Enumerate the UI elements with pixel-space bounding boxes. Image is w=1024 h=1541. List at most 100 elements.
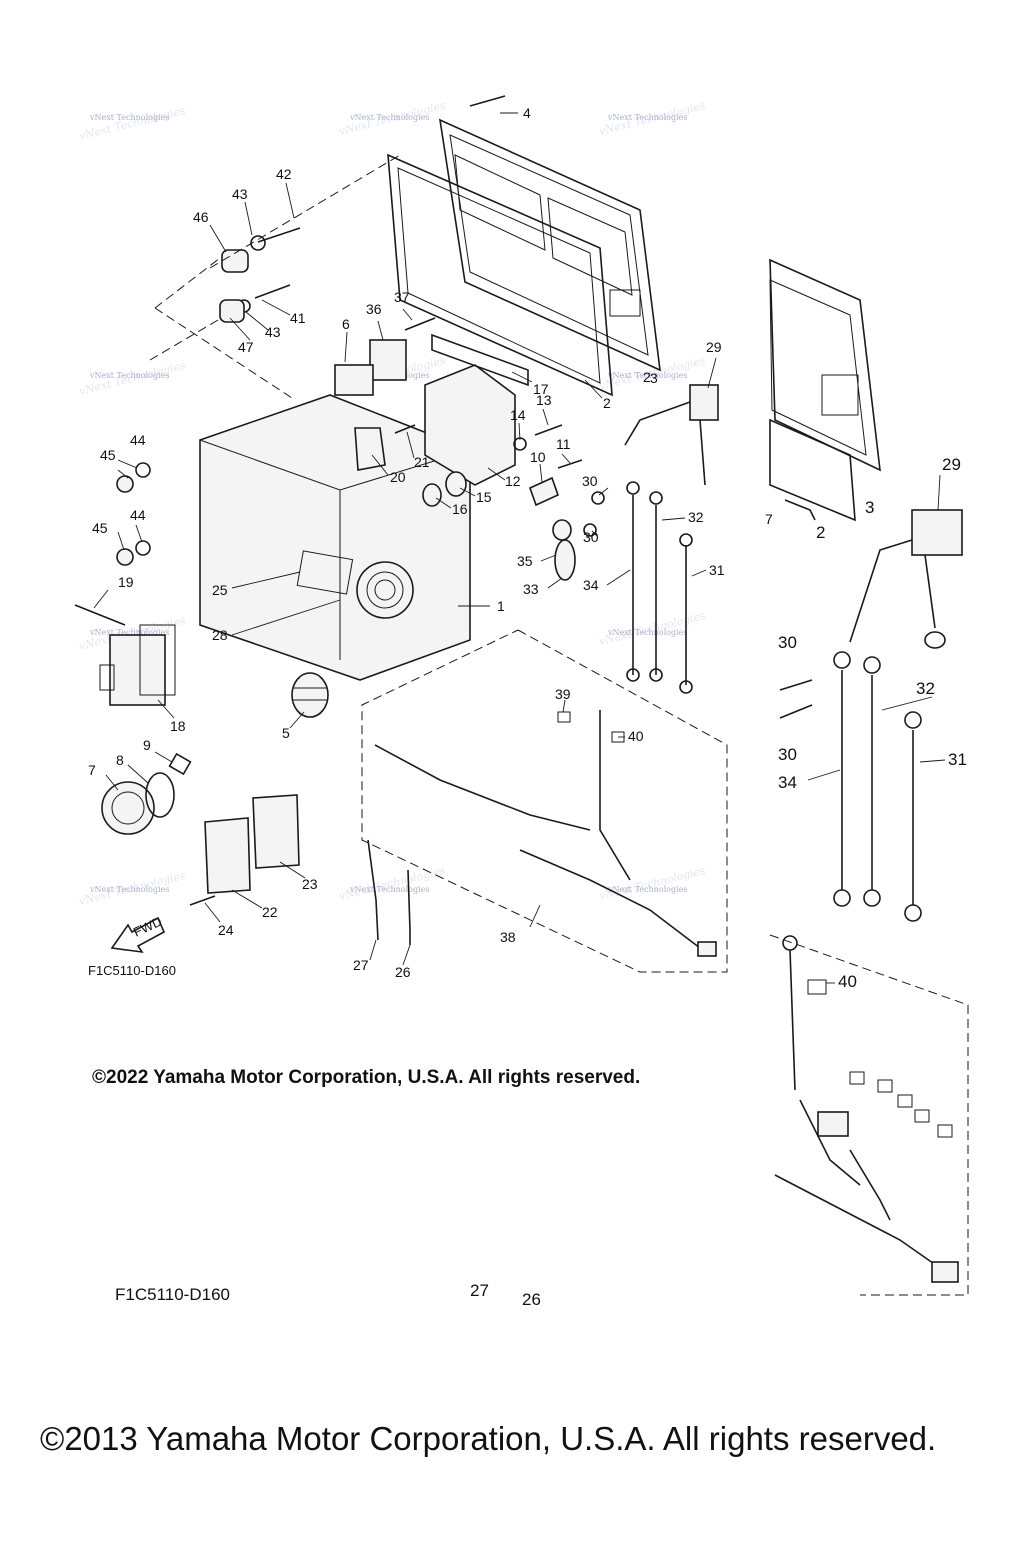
inset-callout-7: 7 bbox=[765, 511, 773, 527]
callout-14: 14 bbox=[510, 407, 526, 423]
electrical-box bbox=[199, 394, 471, 681]
callout-6: 6 bbox=[342, 316, 350, 332]
cable-ties bbox=[367, 839, 411, 945]
callout-2: 2 bbox=[603, 395, 611, 411]
callout-40: 40 bbox=[628, 728, 644, 744]
watermark-text: vNext Technologies bbox=[89, 113, 169, 122]
callout-1: 1 bbox=[497, 598, 505, 614]
watermark-text: vNext Technologies bbox=[89, 628, 169, 637]
callout-4: 4 bbox=[523, 105, 531, 121]
callout-15: 15 bbox=[476, 489, 492, 505]
cap-assembly bbox=[101, 752, 192, 835]
grommet bbox=[291, 672, 329, 718]
callout-5: 5 bbox=[282, 725, 290, 741]
callouts-main: 1 2 2 3 4 5 6 7 8 9 10 11 12 13 14 15 16… bbox=[88, 105, 725, 980]
callout-9: 9 bbox=[143, 737, 151, 753]
watermark-text: vNext Technologies bbox=[607, 885, 687, 894]
callout-44: 44 bbox=[130, 432, 146, 448]
callout-16: 16 bbox=[452, 501, 468, 517]
callout-2b: 2 bbox=[643, 369, 651, 385]
control-unit bbox=[334, 333, 529, 486]
detail-inset bbox=[769, 258, 969, 1296]
callout-30b: 30 bbox=[583, 529, 599, 545]
callout-25: 25 bbox=[212, 582, 228, 598]
inset-callout-32: 32 bbox=[916, 679, 935, 698]
callout-17: 17 bbox=[533, 381, 549, 397]
inset-callout-34: 34 bbox=[778, 773, 797, 792]
callout-44b: 44 bbox=[130, 507, 146, 523]
hardware-group bbox=[74, 227, 301, 626]
watermark-text: vNext Technologies bbox=[89, 885, 169, 894]
callout-27: 27 bbox=[353, 957, 369, 973]
callout-30: 30 bbox=[582, 473, 598, 489]
callout-36: 36 bbox=[366, 301, 382, 317]
inset-callout-2: 2 bbox=[816, 523, 825, 542]
inset-callout-3: 3 bbox=[865, 498, 874, 517]
callout-45: 45 bbox=[100, 447, 116, 463]
reference-code-inset: F1C5110-D160 bbox=[115, 1285, 230, 1304]
copyright-2013: ©2013 Yamaha Motor Corporation, U.S.A. A… bbox=[40, 1420, 936, 1457]
callout-28: 28 bbox=[212, 627, 228, 643]
callout-19: 19 bbox=[118, 574, 134, 590]
reference-code-main: F1C5110-D160 bbox=[88, 963, 176, 978]
callout-43b: 43 bbox=[265, 324, 281, 340]
callout-41: 41 bbox=[290, 310, 306, 326]
callout-24: 24 bbox=[218, 922, 234, 938]
inset-callout-26: 26 bbox=[522, 1290, 541, 1309]
callout-34: 34 bbox=[583, 577, 599, 593]
callout-42: 42 bbox=[276, 166, 292, 182]
inset-callout-29: 29 bbox=[942, 455, 961, 474]
watermark-bg: vNext Technologies bbox=[598, 864, 708, 903]
callout-39: 39 bbox=[555, 686, 571, 702]
callout-7: 7 bbox=[88, 762, 96, 778]
leader-lines bbox=[93, 112, 717, 966]
callout-45b: 45 bbox=[92, 520, 108, 536]
callout-8: 8 bbox=[116, 752, 124, 768]
plates bbox=[189, 794, 300, 906]
gasket bbox=[387, 153, 613, 397]
callout-23: 23 bbox=[302, 876, 318, 892]
callout-11: 11 bbox=[556, 436, 571, 452]
cover-plate bbox=[438, 118, 661, 372]
watermark-text: vNext Technologies bbox=[607, 113, 687, 122]
wire-harness bbox=[374, 710, 717, 957]
callout-21: 21 bbox=[414, 454, 430, 470]
copyright-2022: ©2022 Yamaha Motor Corporation, U.S.A. A… bbox=[92, 1067, 640, 1088]
callout-38: 38 bbox=[500, 929, 516, 945]
callout-3: 3 bbox=[650, 370, 658, 386]
watermark-bg: vNext Technologies bbox=[338, 864, 448, 903]
callout-37: 37 bbox=[394, 289, 410, 305]
callout-20: 20 bbox=[390, 469, 406, 485]
callout-31: 31 bbox=[709, 562, 725, 578]
callout-33: 33 bbox=[523, 581, 539, 597]
fwd-arrow: FWD bbox=[110, 914, 166, 954]
small-parts bbox=[394, 95, 583, 507]
callout-12: 12 bbox=[505, 473, 521, 489]
callout-32: 32 bbox=[688, 509, 704, 525]
callout-35: 35 bbox=[517, 553, 533, 569]
callout-18: 18 bbox=[170, 718, 186, 734]
watermark-text: vNext Technologies bbox=[349, 885, 429, 894]
reference-lines bbox=[149, 154, 728, 973]
callout-10: 10 bbox=[530, 449, 546, 465]
watermark-text: vNext Technologies bbox=[607, 628, 687, 637]
callouts-inset: 29 3 2 7 30 32 30 31 34 40 27 26 bbox=[470, 455, 967, 1309]
watermark-text: vNext Technologies bbox=[89, 371, 169, 380]
inset-callout-30: 30 bbox=[778, 633, 797, 652]
watermark-text: vNext Technologies bbox=[349, 113, 429, 122]
cables bbox=[552, 384, 719, 694]
callout-46: 46 bbox=[193, 209, 209, 225]
callout-22: 22 bbox=[262, 904, 278, 920]
callout-29: 29 bbox=[706, 339, 722, 355]
fwd-label: FWD bbox=[131, 914, 164, 940]
inset-callout-40: 40 bbox=[838, 972, 857, 991]
watermark-text: vNext Technologies bbox=[607, 371, 687, 380]
inset-callout-27: 27 bbox=[470, 1281, 489, 1300]
watermark-bg: vNext Technologies bbox=[78, 104, 188, 143]
callout-26: 26 bbox=[395, 964, 411, 980]
callout-13: 13 bbox=[536, 392, 552, 408]
inset-callout-31: 31 bbox=[948, 750, 967, 769]
rectifier-regulator bbox=[99, 624, 176, 706]
